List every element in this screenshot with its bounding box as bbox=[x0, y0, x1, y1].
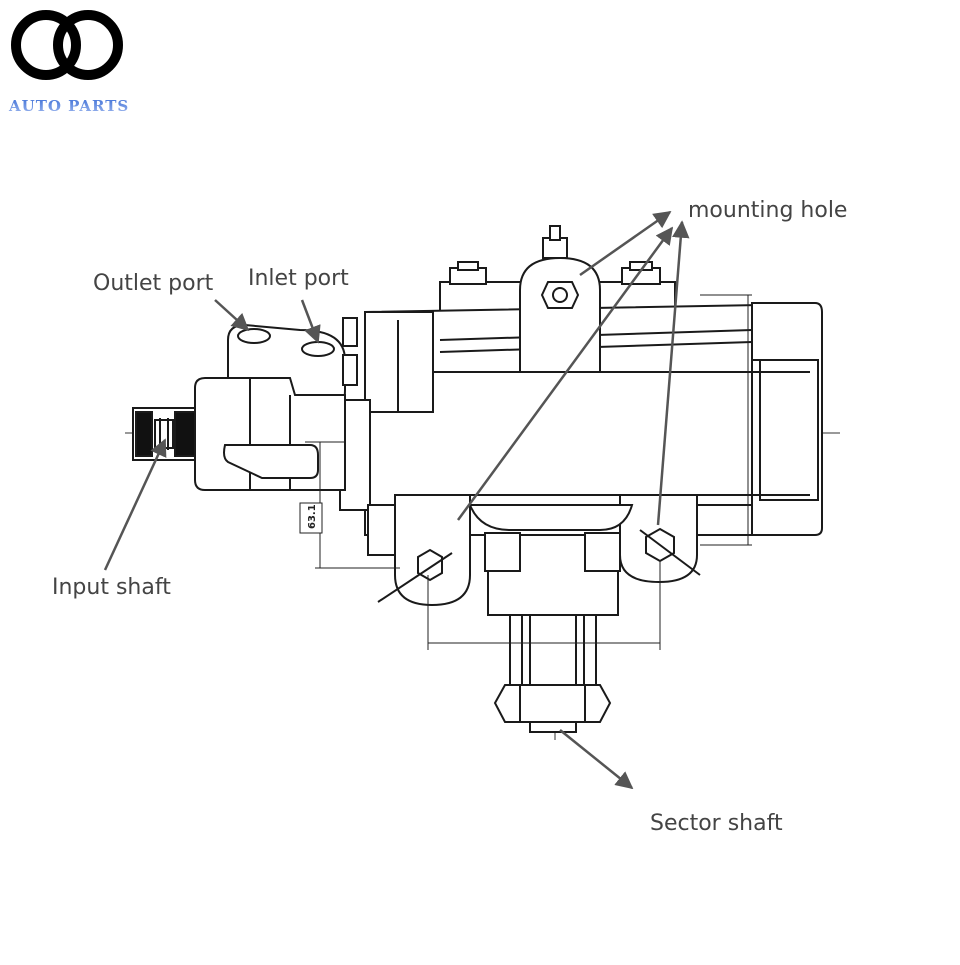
top-bolts bbox=[449, 225, 661, 373]
callout-labels: Outlet port Inlet port mounting hole Inp… bbox=[52, 198, 847, 836]
mounting-hole-arrow-1 bbox=[579, 210, 672, 277]
input-shaft-arrow bbox=[103, 438, 167, 571]
mounting-hole-left-icon bbox=[417, 548, 443, 582]
mounting-hole-arrow-2 bbox=[456, 226, 674, 521]
mounting-hole-label: mounting hole bbox=[688, 198, 847, 223]
mounting-hole-arrow-3 bbox=[656, 220, 690, 526]
inlet-port-arrow bbox=[300, 299, 321, 344]
outlet-port-hole-icon bbox=[237, 328, 271, 344]
sector-shaft bbox=[468, 504, 634, 733]
height-dimension-label: 63.1 bbox=[307, 504, 318, 529]
bottom-ears bbox=[377, 494, 701, 607]
brand-text: AUTO PARTS bbox=[8, 97, 129, 115]
callout-arrows bbox=[103, 210, 690, 790]
inlet-port-label: Inlet port bbox=[248, 266, 349, 291]
sector-shaft-arrow bbox=[559, 729, 634, 790]
logo-ring-right-icon bbox=[53, 10, 123, 80]
logo-ring-left-icon bbox=[11, 10, 81, 80]
input-shaft-housing bbox=[132, 377, 346, 491]
dimension-lines bbox=[299, 294, 752, 650]
brand-logo: AUTO PARTS bbox=[8, 10, 129, 115]
input-shaft-label: Input shaft bbox=[52, 575, 171, 600]
sector-shaft-label: Sector shaft bbox=[650, 811, 783, 836]
outlet-port-arrow bbox=[214, 299, 250, 332]
outlet-port-label: Outlet port bbox=[93, 271, 214, 296]
inlet-port-hole-icon bbox=[301, 341, 335, 357]
